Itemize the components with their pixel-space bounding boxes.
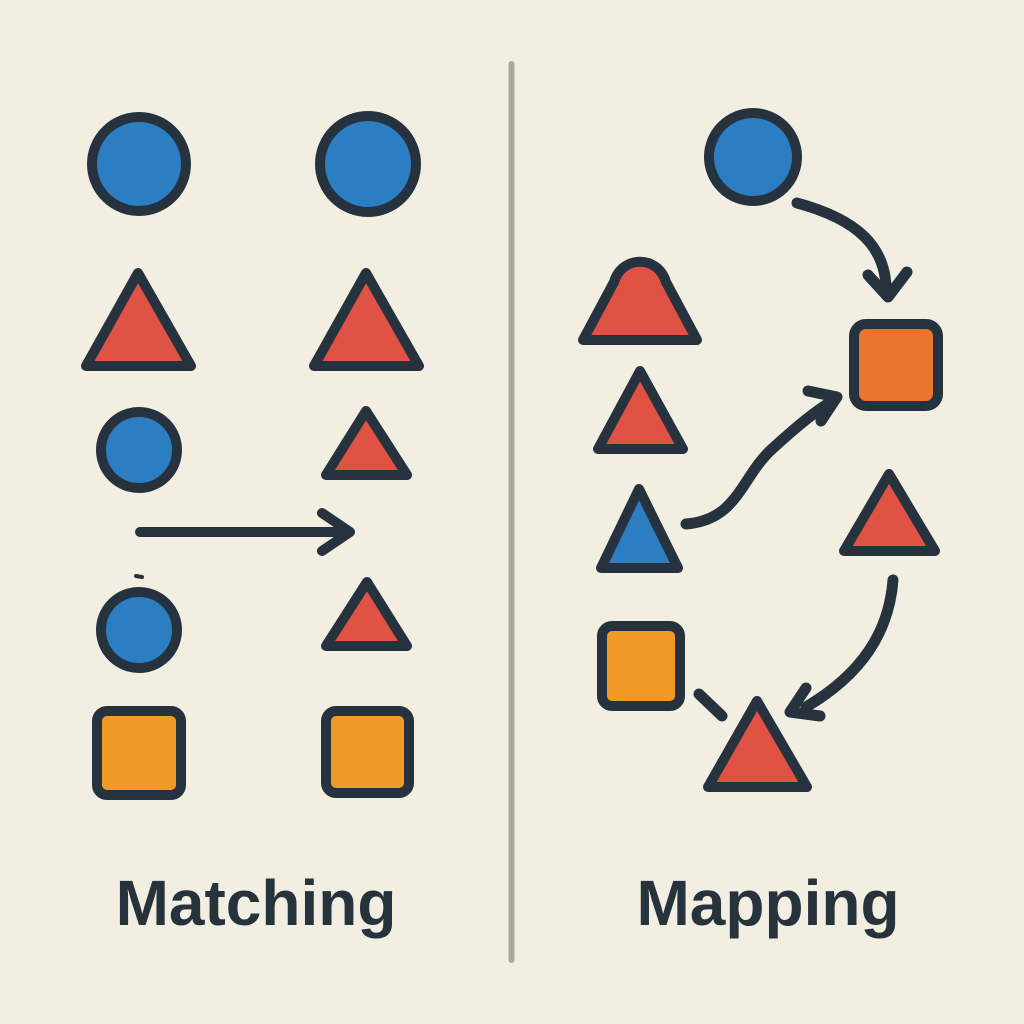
arrow-circle-to-square-head	[862, 266, 913, 303]
arrow-triangle-to-triangle-shaft	[800, 574, 899, 713]
orange-red-square	[849, 319, 943, 411]
arrow-triangle-to-triangle-head	[784, 682, 826, 722]
matching-label: Matching	[115, 867, 397, 939]
small-blue-circle-bottom	[96, 587, 182, 673]
orange-square-right	[321, 706, 414, 798]
small-red-triangle-top	[321, 406, 412, 480]
tiny-dash-mark	[134, 574, 144, 579]
large-red-triangle-right	[309, 268, 424, 371]
small-red-triangle-bottom	[321, 577, 412, 651]
large-blue-circle-left	[87, 112, 191, 216]
mapping-label: Mapping	[636, 867, 900, 939]
square-to-triangle-dash	[693, 688, 728, 722]
horizontal-arrow-head	[317, 508, 355, 556]
red-triangle-right	[839, 469, 940, 556]
large-red-triangle-left	[81, 268, 196, 371]
arrow-triangle-to-square-shaft	[680, 399, 832, 530]
red-dome	[578, 256, 702, 345]
red-triangle-left	[593, 366, 688, 454]
blue-circle-top	[704, 108, 802, 206]
large-blue-circle-right	[315, 111, 421, 217]
arrow-circle-to-square-shaft	[791, 197, 892, 292]
arrow-triangle-to-square-head	[802, 385, 843, 427]
small-blue-circle-top	[96, 407, 182, 493]
blue-triangle	[596, 484, 683, 573]
orange-square-left	[92, 706, 186, 800]
red-triangle-bottom	[703, 696, 812, 792]
orange-square	[597, 621, 685, 711]
